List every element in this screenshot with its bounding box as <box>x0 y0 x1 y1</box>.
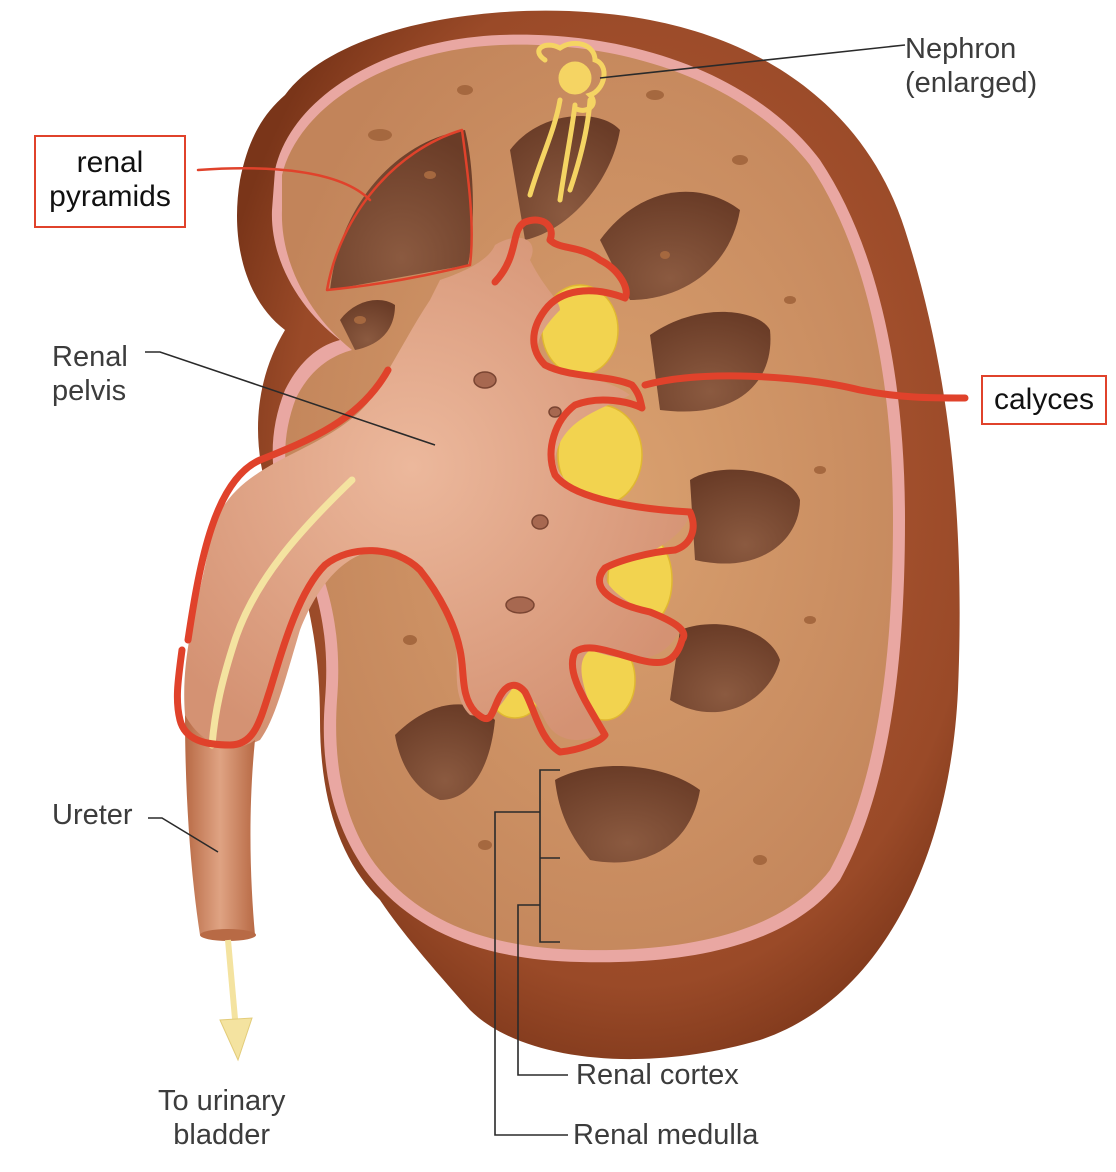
ureter-opening <box>200 929 256 941</box>
ureter-shape <box>185 715 255 935</box>
renal-medulla-leader-line <box>494 811 568 1136</box>
pyramid <box>395 704 495 800</box>
to-urinary-bladder-line1: To urinary <box>158 1085 286 1117</box>
renal-cortex-label-text: Renal cortex <box>576 1059 739 1091</box>
renal-medulla-label: Renal medulla <box>573 1118 758 1152</box>
pyramids-leader-line <box>196 167 372 202</box>
annotation-outlines <box>173 128 969 756</box>
ureter-lumen-line <box>208 476 356 749</box>
to-urinary-bladder-label: To urinary bladder <box>158 1084 285 1152</box>
ureter-label-text: Ureter <box>52 799 133 831</box>
calyces-leader-line <box>641 372 969 402</box>
pyramid-highlight-outline <box>325 128 473 292</box>
calyces-annotation-text: calyces <box>993 383 1095 416</box>
nephron-label-line1: Nephron <box>905 33 1017 65</box>
renal-pyramids-line2: pyramids <box>49 180 171 213</box>
to-bladder-arrow <box>219 939 253 1062</box>
cortex-texture <box>354 85 826 865</box>
calyces-outline <box>173 216 697 756</box>
nephron-label: Nephron (enlarged) <box>905 32 1037 100</box>
renal-pelvis-label-line2: pelvis <box>52 375 127 407</box>
leader-lines <box>145 44 906 1136</box>
nephron-illustration <box>527 40 607 203</box>
renal-cortex-label: Renal cortex <box>576 1058 739 1092</box>
pyramid <box>330 130 473 290</box>
renal-pelvis-leader-line <box>145 351 436 446</box>
pyramid <box>670 624 780 713</box>
calyces-annotation: calyces <box>981 375 1107 425</box>
renal-pelvis-shape <box>184 237 691 747</box>
cortex-medulla-bracket <box>539 769 560 943</box>
to-urinary-bladder-line2: bladder <box>173 1119 271 1151</box>
pyramid <box>690 469 800 564</box>
renal-pyramids-line1: renal <box>76 146 144 179</box>
nephron-label-line2: (enlarged) <box>905 67 1038 99</box>
nephron-leader-line <box>599 44 906 79</box>
renal-medulla-label-text: Renal medulla <box>573 1119 759 1151</box>
ureter-leader-line <box>148 817 219 853</box>
renal-pyramids-annotation: renal pyramids <box>34 135 186 228</box>
renal-pelvis-label-line1: Renal <box>52 341 128 373</box>
ureter-label: Ureter <box>52 798 133 832</box>
pyramid <box>555 766 700 863</box>
renal-pelvis-label: Renal pelvis <box>52 340 128 408</box>
renal-cortex-leader-line <box>517 904 568 1076</box>
pyramid <box>340 300 395 350</box>
renal-pyramids <box>330 116 800 863</box>
pyramid <box>650 311 771 412</box>
pelvis-vessels <box>473 371 562 614</box>
pyramid <box>600 191 740 300</box>
